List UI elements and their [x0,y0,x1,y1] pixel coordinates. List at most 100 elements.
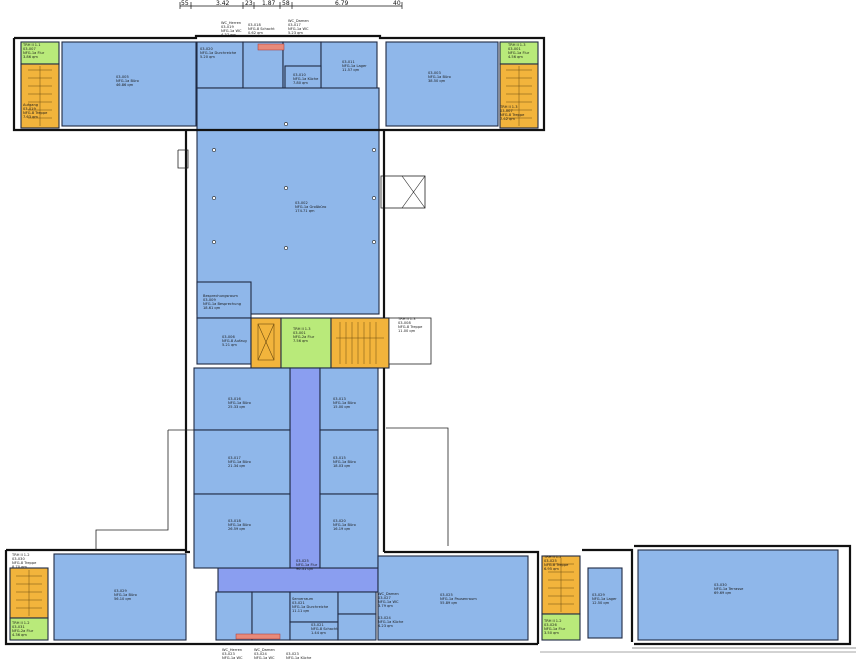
dim-label: 6.79 [335,0,349,7]
room-buero-013 [319,367,379,431]
svg-text:03-030: 03-030 [12,557,25,561]
svg-text:03-024: 03-024 [254,652,267,656]
svg-text:NFG-1a Küche: NFG-1a Küche [286,656,312,660]
svg-text:16.19 qm: 16.19 qm [333,527,351,531]
svg-text:TRH II 1.3: TRH II 1.3 [507,43,526,47]
svg-text:18.03 qm: 18.03 qm [333,464,351,468]
svg-text:1.44 qm: 1.44 qm [311,631,326,635]
label-buero-sw: 03-029 NFG-1a Büro 56.10 qm [114,589,137,601]
svg-text:NFG-1a Durchreiche: NFG-1a Durchreiche [200,51,237,55]
svg-text:7.80 qm: 7.80 qm [293,81,308,85]
svg-text:4.23 qm: 4.23 qm [378,624,393,628]
dim-label: 40 [393,0,401,7]
elevator-cross [257,323,275,361]
label-buero-ne: 03-003 NFG-1a Büro 38.50 qm [428,71,451,83]
svg-text:03-031: 03-031 [12,625,25,629]
svg-text:18.61 qm: 18.61 qm [203,306,221,310]
dim-label: 1.87 [262,0,276,7]
svg-text:7.63 qm: 7.63 qm [23,115,38,119]
svg-text:NFG-1a WC: NFG-1a WC [378,600,399,604]
svg-text:NFG-1a Besprechung: NFG-1a Besprechung [203,302,241,306]
svg-text:26.59 qm: 26.59 qm [228,527,246,531]
svg-text:NFG-1a Büro: NFG-1a Büro [333,460,356,464]
svg-text:03-025: 03-025 [440,593,453,597]
room-flur-sw [9,617,49,641]
svg-text:NFG-8 Treppe: NFG-8 Treppe [500,113,525,117]
room-aufzug [250,317,282,369]
column-marker [284,186,288,190]
svg-text:NFG-1a Büro: NFG-1a Büro [228,460,251,464]
label-wc-damen-top: WC_Damen 03-017 NFG-1a WC 5.23 qm [288,19,309,35]
svg-text:NFG-1a Lager: NFG-1a Lager [592,597,617,601]
svg-text:WC_Damen: WC_Damen [288,19,309,23]
svg-text:NFG-1a Flur: NFG-1a Flur [296,563,318,567]
svg-text:96.31 qm: 96.31 qm [296,567,314,571]
label-wc-herren-bottom: WC_Herren 03-023 NFG-1a WC [222,648,243,660]
balcony-mid [388,317,432,365]
svg-text:03-005: 03-005 [116,75,129,79]
svg-text:NFG-1a Büro: NFG-1a Büro [333,523,356,527]
svg-text:03-018: 03-018 [228,519,241,523]
svg-text:46.86 qm: 46.86 qm [116,83,134,87]
label-lager-top: 03-011 NFG-1a Lager 11.57 qm [342,60,367,72]
svg-text:WC_Damen: WC_Damen [254,648,275,652]
label-besprechung: Besprechungsraum 03-009 NFG-1a Besprechu… [203,294,241,310]
svg-text:NFG-1a WC: NFG-1a WC [254,656,275,660]
svg-text:03-007: 03-007 [500,109,513,113]
svg-text:NFG-1a Flur: NFG-1a Flur [23,51,45,55]
label-buero-013: 03-013 NFG-1a Büro 15.00 qm [333,397,356,409]
label-flur-main: 03-025 NFG-1a Flur 96.31 qm [296,559,318,571]
svg-text:56.10 qm: 56.10 qm [114,597,132,601]
svg-text:12.50 qm: 12.50 qm [592,601,610,605]
svg-text:0.62 qm: 0.62 qm [248,31,263,35]
label-aufzug: 03-006 NFG-8 Aufzug 5.21 qm [222,335,247,347]
label-schacht-top: 03-018 NFG-8 Schacht 0.62 qm [248,23,275,35]
label-lager-se: 03-029 NFG-1a Lager 12.50 qm [592,593,617,605]
svg-text:NFG-1a Großbüro: NFG-1a Großbüro [295,205,326,209]
svg-text:TRH II 1.2: TRH II 1.2 [11,553,30,557]
svg-text:03-011: 03-011 [342,60,355,64]
svg-text:03-007: 03-007 [23,47,36,51]
shaft-marker-bottom [235,633,281,640]
room-wc-herren-bottom [215,591,253,641]
label-buero-017: 03-017 NFG-1a Büro 21.34 qm [228,456,251,468]
room-buero-016 [193,367,291,431]
label-grossbuero: 03-002 NFG-1a Großbüro 174.71 qm [295,201,326,213]
svg-text:38.50 qm: 38.50 qm [428,79,446,83]
svg-text:21.34 qm: 21.34 qm [228,464,246,468]
svg-text:NFG-1a WC: NFG-1a WC [288,27,309,31]
svg-text:NFG-1a Küche: NFG-1a Küche [378,620,404,624]
svg-text:03-019: 03-019 [221,25,234,29]
column-marker [212,148,216,152]
label-kueche-bottom-outer: 03-023 NFG-1a Küche [286,652,312,660]
svg-text:03-002: 03-002 [295,201,308,205]
svg-text:WC_Herren: WC_Herren [221,21,241,25]
room-kueche-top [284,65,322,91]
svg-text:5.21 qm: 5.21 qm [222,343,237,347]
svg-text:NFG-8 Treppe: NFG-8 Treppe [23,111,48,115]
svg-text:03-020: 03-020 [200,47,213,51]
room-flur-mid [280,317,332,369]
svg-text:03-023: 03-023 [222,652,235,656]
svg-text:03-021: 03-021 [292,601,305,605]
svg-text:NFG-1a WC: NFG-1a WC [221,29,242,33]
svg-text:NFG-1a Flur: NFG-1a Flur [544,627,566,631]
column-marker [212,240,216,244]
label-pausenraum: 03-025 NFG-1a Pausenraum 55.89 qm [440,593,477,605]
svg-text:Serverraum: Serverraum [292,597,314,601]
column-marker [372,148,376,152]
svg-text:25.33 qm: 25.33 qm [228,405,246,409]
svg-text:NFG-1a Büro: NFG-1a Büro [116,79,139,83]
shaft-marker-top [257,43,285,51]
svg-text:03-019: 03-019 [23,107,36,111]
room-buero-020 [319,493,379,569]
label-terrasse: 03-030 NFG-1a Terrasse 69.69 qm [714,583,744,595]
outer-walls [4,34,852,646]
label-buero-020: 03-020 NFG-1a Büro 16.19 qm [333,519,356,531]
svg-text:03-015: 03-015 [333,456,346,460]
room-buero-sw [53,553,187,641]
label-buero-nw: 03-005 NFG-1a Büro 46.86 qm [116,75,139,87]
svg-text:NFG-1a Durchreiche: NFG-1a Durchreiche [292,605,329,609]
svg-text:TRH II 1.3: TRH II 1.3 [292,327,311,331]
room-wc-damen-bottom-left [251,591,291,641]
